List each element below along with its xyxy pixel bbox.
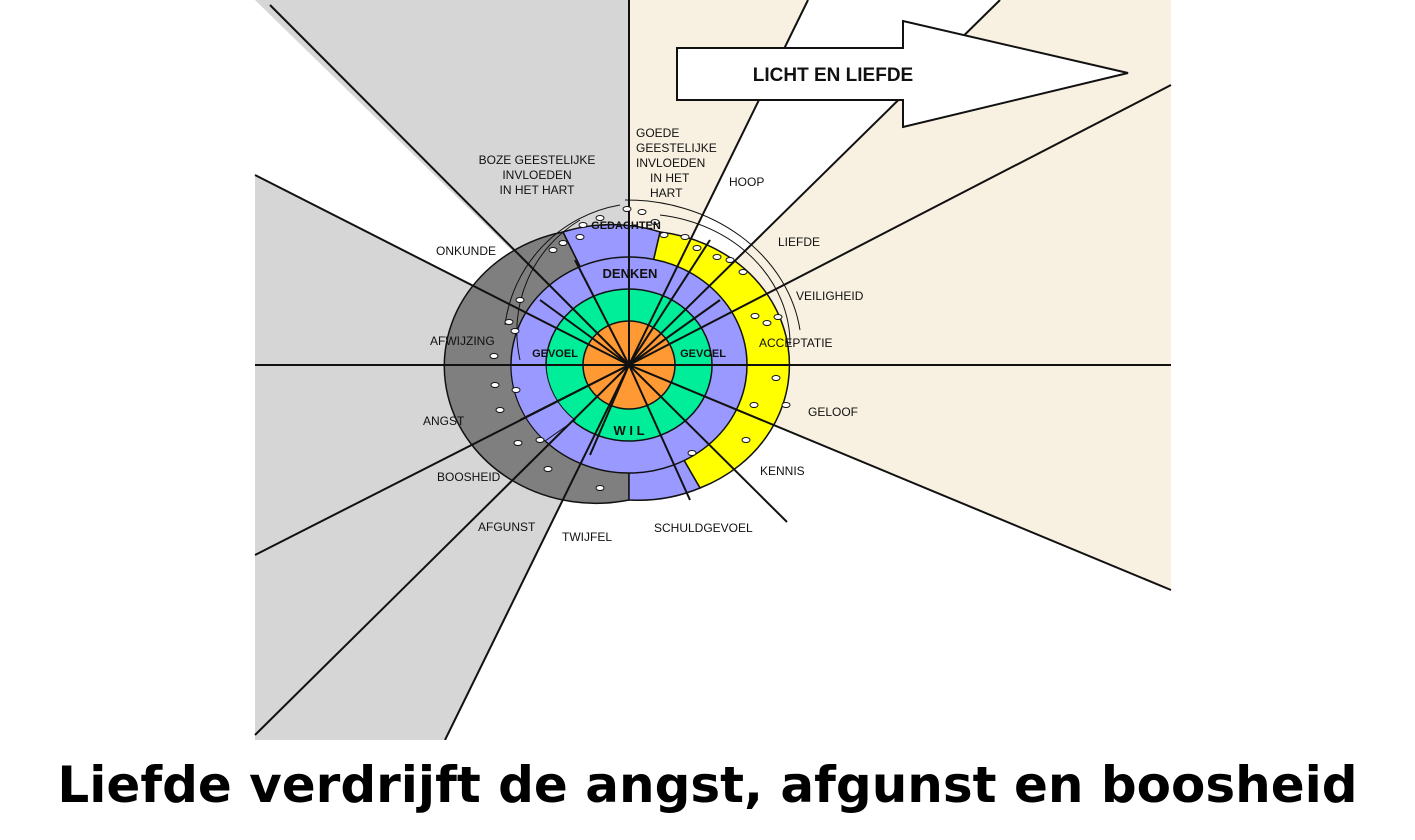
gedachten-label: GEDACHTEN bbox=[591, 220, 661, 232]
label-schuldgevoel: SCHULDGEVOEL bbox=[654, 521, 753, 535]
goede-label-line-5: HART bbox=[650, 186, 683, 200]
goede-label-line-2: GEESTELIJKE bbox=[636, 141, 717, 155]
label-geloof: GELOOF bbox=[808, 405, 858, 419]
heart-diagram: LICHT EN LIEFDE BOZE GEESTELIJKE INVLOED… bbox=[254, 0, 1172, 740]
wil-label: W I L bbox=[613, 423, 644, 438]
label-acceptatie: ACCEPTATIE bbox=[759, 336, 833, 350]
gevoel-right-label: GEVOEL bbox=[680, 348, 726, 360]
boze-arc-1 bbox=[504, 204, 621, 326]
goede-label-line-1: GOEDE bbox=[636, 126, 679, 140]
label-angst: ANGST bbox=[423, 414, 465, 428]
caption: Liefde verdrijft de angst, afgunst en bo… bbox=[57, 756, 1358, 814]
boze-label-line-1: BOZE GEESTELIJKE bbox=[479, 153, 596, 167]
goede-arc-1 bbox=[624, 199, 801, 331]
label-afgunst: AFGUNST bbox=[478, 520, 536, 534]
label-kennis: KENNIS bbox=[760, 464, 805, 478]
goede-arc-2 bbox=[659, 214, 791, 346]
boze-label-line-2: INVLOEDEN bbox=[502, 168, 571, 182]
positive-zone-right bbox=[629, 85, 1171, 590]
label-boosheid: BOOSHEID bbox=[437, 470, 501, 484]
label-afwijzing: AFWIJZING bbox=[430, 334, 495, 348]
goede-label-line-3: INVLOEDEN bbox=[636, 156, 705, 170]
goede-label-line-4: IN HET bbox=[650, 171, 690, 185]
arrow-label: LICHT EN LIEFDE bbox=[753, 65, 913, 86]
light-love-arrow bbox=[676, 19, 1129, 129]
thought-dots bbox=[489, 206, 791, 491]
label-hoop: HOOP bbox=[729, 175, 764, 189]
label-liefde: LIEFDE bbox=[778, 235, 820, 249]
radial-lines bbox=[254, 0, 1172, 740]
boze-arc-2 bbox=[516, 219, 581, 361]
boze-label-line-3: IN HET HART bbox=[500, 183, 576, 197]
gevoel-left-label: GEVOEL bbox=[532, 348, 578, 360]
label-onkunde: ONKUNDE bbox=[436, 244, 496, 258]
denken-label: DENKEN bbox=[603, 266, 658, 281]
label-twijfel: TWIJFEL bbox=[562, 530, 612, 544]
label-veiligheid: VEILIGHEID bbox=[796, 289, 864, 303]
